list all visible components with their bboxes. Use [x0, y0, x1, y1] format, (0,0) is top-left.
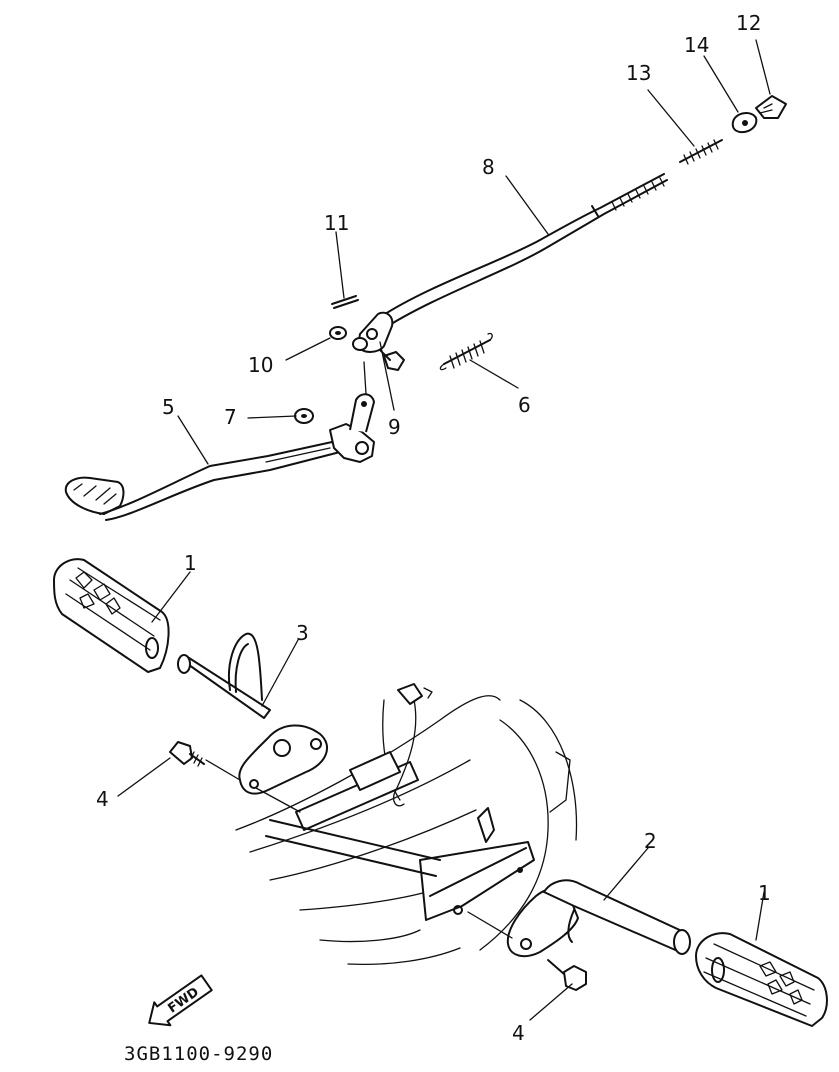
callout-5: 5 — [162, 395, 175, 419]
bolt-left-part — [169, 741, 205, 767]
wire-connector-part — [392, 683, 433, 807]
callout-2: 2 — [644, 829, 657, 853]
footrest-bracket-right-part — [506, 879, 691, 958]
footrest-right-part — [695, 932, 828, 1027]
footrest-left-part — [53, 558, 170, 673]
joint-part — [731, 112, 758, 134]
bolt-right-part — [547, 959, 587, 991]
pin-part — [379, 349, 405, 371]
collar-part — [352, 337, 368, 351]
frame-crossmember — [265, 751, 535, 921]
leader-lines — [117, 39, 771, 1021]
callout-7: 7 — [224, 405, 237, 429]
callout-8: 8 — [482, 155, 495, 179]
washer-7-part — [294, 408, 314, 424]
washer-10-part — [329, 326, 347, 340]
callout-14: 14 — [684, 33, 709, 57]
fwd-arrow-icon: FWD — [148, 974, 213, 1027]
callout-11: 11 — [324, 211, 349, 235]
callout-1-left: 1 — [184, 551, 197, 575]
brake-pedal-part — [64, 393, 375, 521]
brake-rod-part — [381, 173, 668, 327]
adjust-nut-part — [755, 95, 787, 119]
callout-13: 13 — [626, 61, 651, 85]
callout-3: 3 — [296, 621, 309, 645]
callout-4-left: 4 — [96, 787, 109, 811]
footrest-bracket-left-part — [177, 632, 328, 795]
callout-6: 6 — [518, 393, 531, 417]
callout-10: 10 — [248, 353, 273, 377]
frame-outline — [235, 695, 578, 965]
cotter-pin-part — [331, 295, 359, 309]
callout-12: 12 — [736, 11, 761, 35]
callout-9: 9 — [388, 415, 401, 439]
callout-4-right: 4 — [512, 1021, 525, 1045]
spring-part — [439, 332, 493, 371]
drawing-code: 3GB1100-9290 — [124, 1043, 273, 1065]
rod-spring-part — [679, 139, 723, 165]
callout-1-right: 1 — [758, 881, 771, 905]
